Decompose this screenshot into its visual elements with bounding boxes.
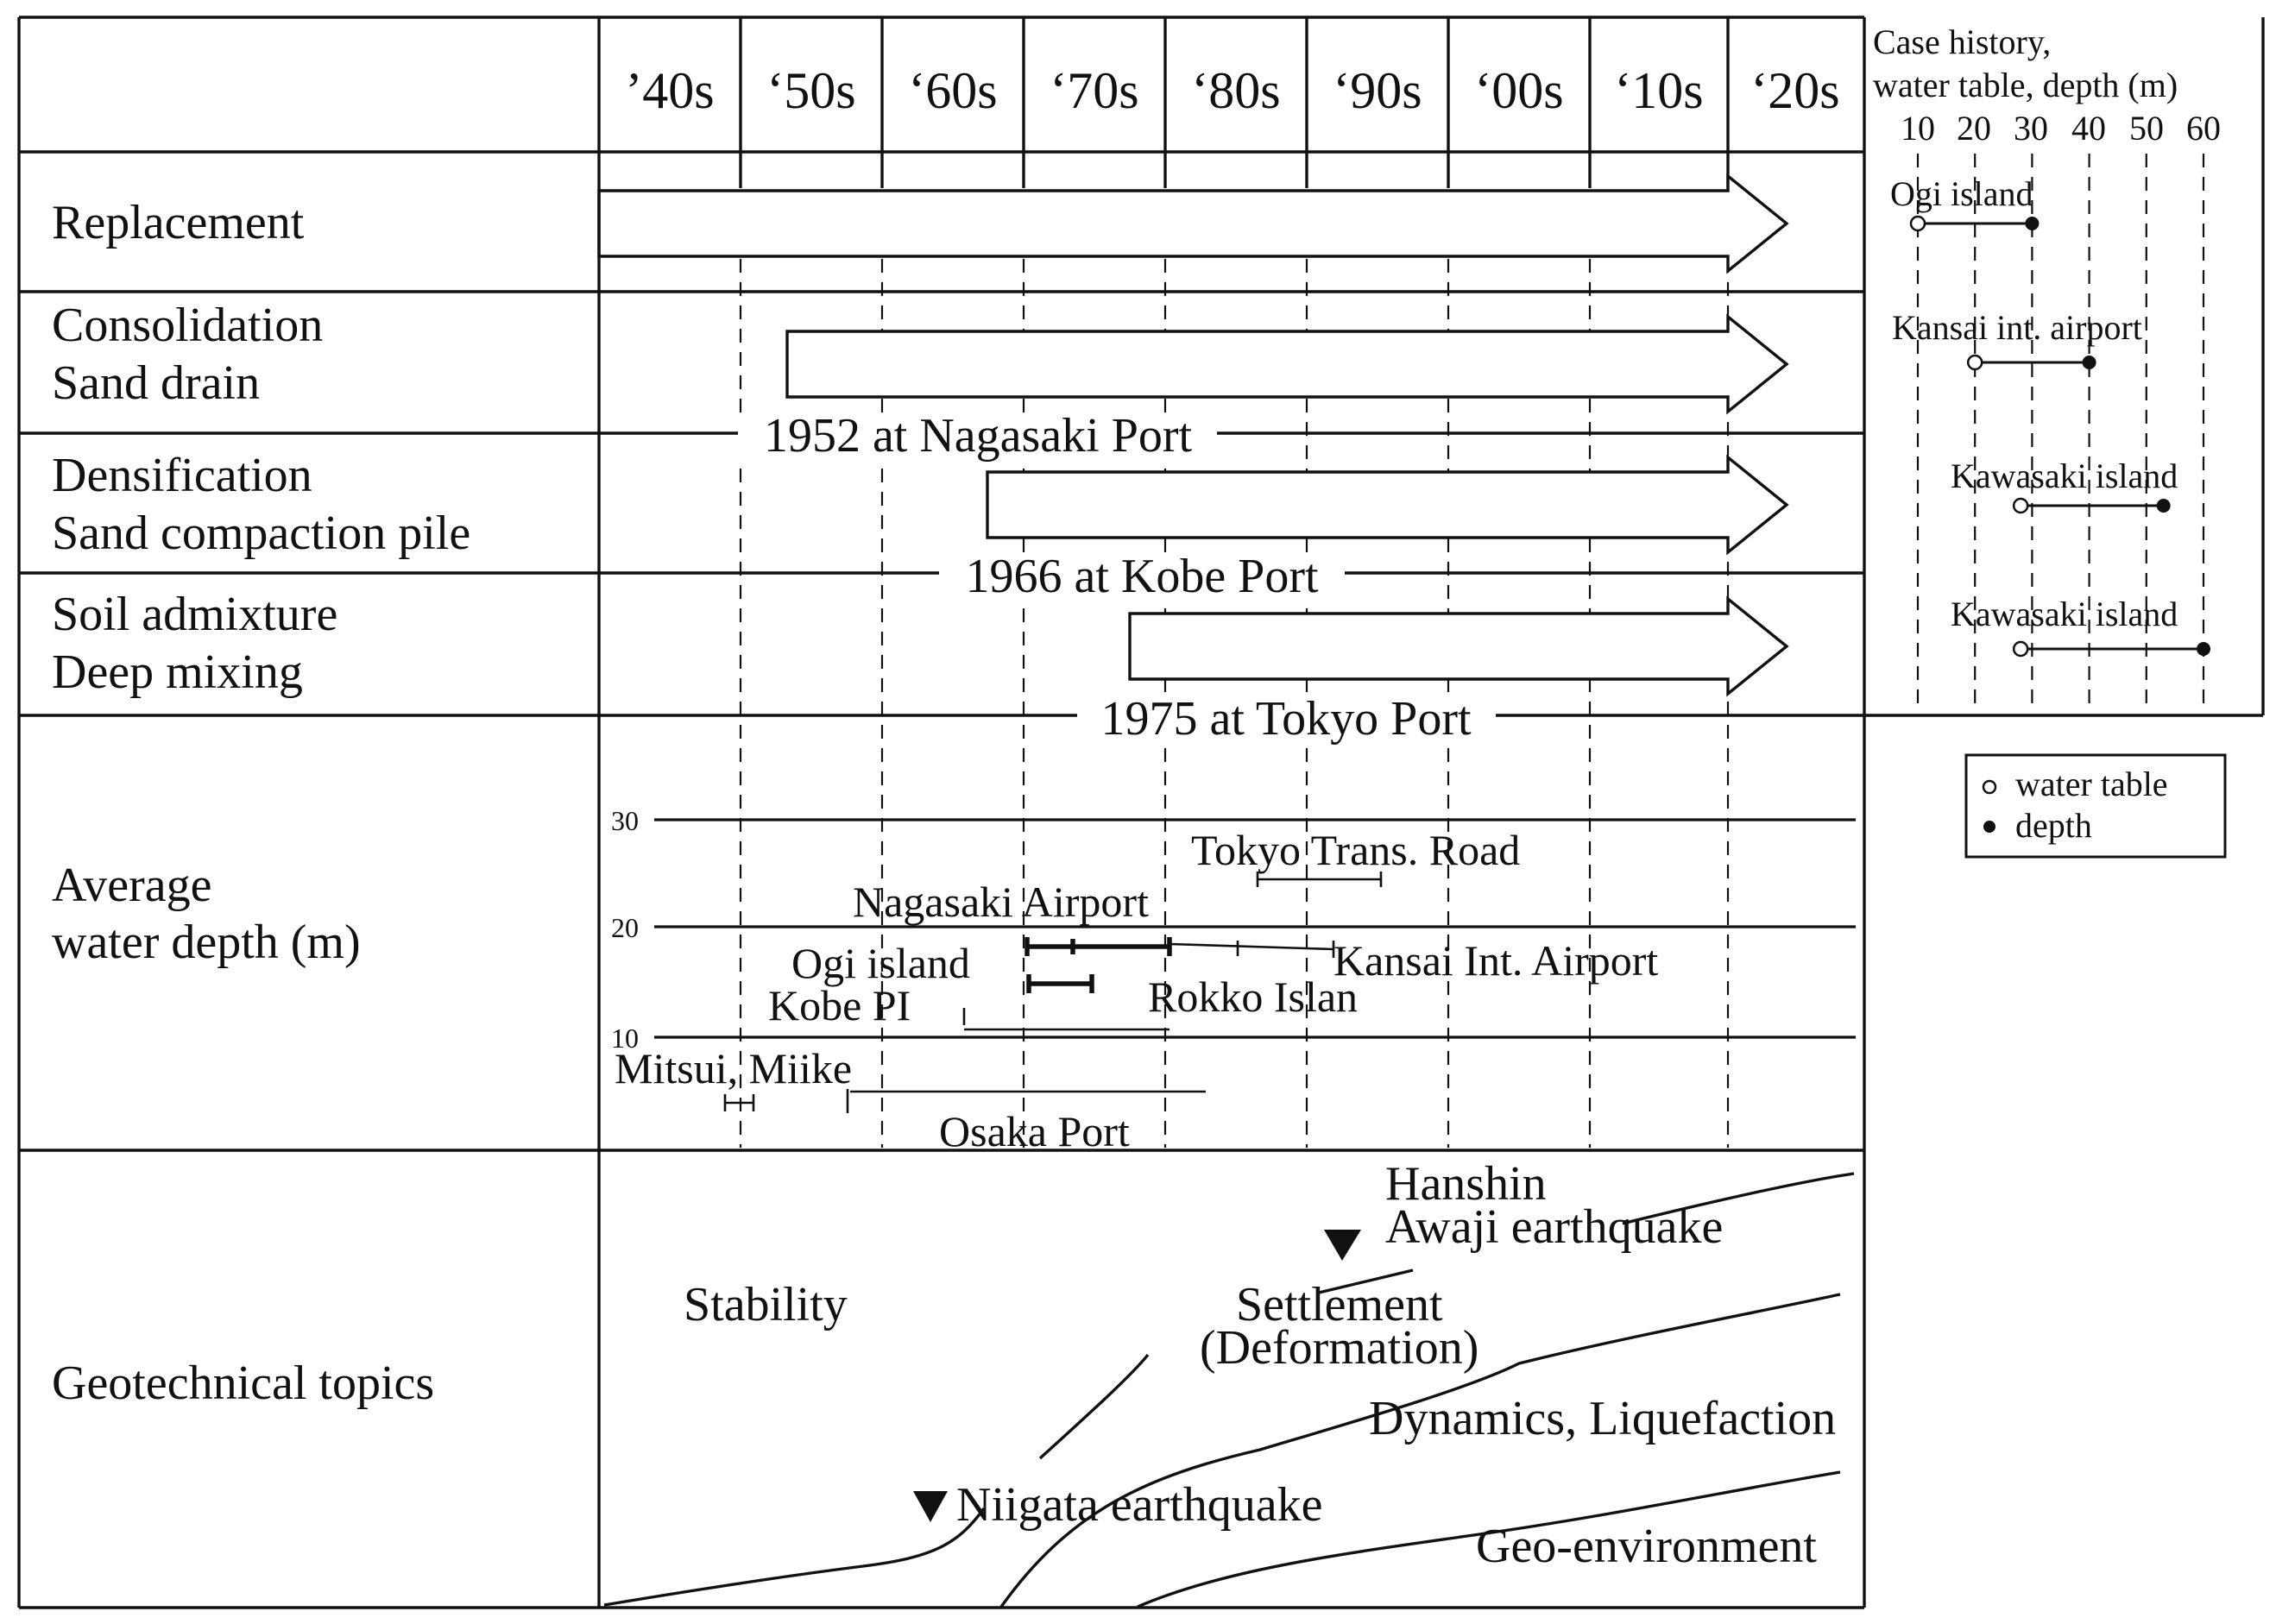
water-depth-section: Average water depth (m) 30 20 10 Tokyo T…	[52, 805, 1856, 1155]
decade-label: ‘80s	[1191, 62, 1280, 119]
method-label: Densification	[52, 449, 312, 502]
depth-tick: 40	[2071, 109, 2106, 148]
water-table-marker	[2012, 497, 2029, 514]
project-label: Osaka Port	[939, 1107, 1130, 1155]
decade-label: ‘20s	[1750, 62, 1839, 119]
legend-water-table: water table	[2015, 765, 2168, 803]
case-history-panel: Case history, water table, depth (m) 10 …	[1864, 17, 2265, 717]
decade-header: ’40s ‘50s ‘60s ‘70s ‘80s ‘90s ‘00s ‘10s …	[625, 62, 1839, 119]
depth-tick: 30	[2014, 109, 2048, 148]
boundary-dynamics	[999, 1293, 1841, 1608]
water-table-marker	[1966, 354, 1983, 371]
start-label-sand-drain: 1952 at Nagasaki Port	[764, 409, 1193, 463]
water-table-marker	[2012, 640, 2029, 658]
case-depth-guides	[1916, 154, 2205, 713]
topic-stability: Stability	[684, 1278, 848, 1331]
water-table-marker	[1982, 779, 1997, 795]
arrow-sand-drain	[785, 313, 1789, 415]
method-labels: Replacement Consolidation Sand drain Den…	[52, 196, 470, 699]
topic-dynamics: Dynamics, Liquefaction	[1369, 1392, 1836, 1445]
topics-section: Geotechnical topics Stability Settlement…	[52, 1157, 1855, 1608]
depth-axis-tick: 20	[611, 912, 639, 943]
arrow-replacement	[597, 173, 1789, 274]
depth-tick: 20	[1957, 109, 1991, 148]
water-table-marker	[1909, 215, 1926, 232]
event-niigata: Niigata earthquake	[956, 1478, 1322, 1532]
start-year-labels: 1952 at Nagasaki Port 1966 at Kobe Port …	[764, 409, 1472, 746]
legend: water table depth	[1964, 753, 2227, 859]
project-label: Tokyo Trans. Road	[1191, 826, 1520, 874]
arrow-deep-mixing	[1128, 595, 1789, 697]
project-label: Nagasaki Airport	[853, 878, 1149, 926]
event-hanshin: Awaji earthquake	[1385, 1200, 1723, 1254]
project-label: Kobe PI	[768, 981, 911, 1029]
method-label: Soil admixture	[52, 588, 337, 641]
depth-marker	[2025, 217, 2040, 230]
decade-label: ‘00s	[1474, 62, 1563, 119]
header-grid	[739, 17, 1730, 188]
case-site-label: Kawasaki island	[1951, 595, 2178, 633]
depth-marker	[2156, 499, 2171, 513]
case-site-label: Ogi island	[1890, 174, 2033, 213]
method-label: Replacement	[52, 196, 305, 249]
bar-osaka-port	[846, 1089, 1206, 1113]
decade-label: ‘10s	[1614, 62, 1703, 119]
event-hanshin: Hanshin	[1385, 1157, 1547, 1211]
topics-label: Geotechnical topics	[52, 1356, 434, 1410]
case-header-line1: Case history,	[1873, 22, 2051, 61]
boundary-hanshin	[1622, 1172, 1855, 1225]
depth-tick: 50	[2129, 109, 2164, 148]
boundary-stability	[603, 1508, 986, 1607]
decade-label: ‘90s	[1333, 62, 1422, 119]
water-depth-label: Average	[52, 859, 212, 912]
arrow-sand-compaction-pile	[986, 454, 1789, 556]
depth-marker	[2082, 356, 2096, 369]
bar-kansai-int-airport	[1169, 941, 1335, 958]
decade-label: ‘70s	[1050, 62, 1138, 119]
project-label: Kansai Int. Airport	[1333, 936, 1658, 985]
method-arrows	[597, 173, 1789, 697]
boundary-settlement	[1038, 1353, 1150, 1460]
depth-marker	[2197, 642, 2210, 656]
case-site-label: Kawasaki island	[1951, 456, 2178, 495]
case-rows	[1909, 215, 2210, 658]
boundary-geo-environment	[1137, 1470, 1841, 1608]
decade-label: ‘60s	[908, 62, 997, 119]
method-sublabel: Sand compaction pile	[52, 507, 470, 560]
case-site-label: Kansai int. airport	[1892, 308, 2142, 347]
depth-axis-tick: 10	[611, 1023, 639, 1054]
topic-geo-environment: Geo-environment	[1476, 1520, 1817, 1573]
table-frame	[17, 16, 1866, 1609]
niigata-marker-icon	[913, 1491, 948, 1522]
bar-mitsui-miike	[723, 1094, 755, 1111]
boundary-settlement-upper	[1318, 1268, 1414, 1294]
start-label-deep-mixing: 1975 at Tokyo Port	[1100, 692, 1471, 746]
bar-tokyo-trans-road	[1256, 872, 1383, 887]
project-label: Rokko Islan	[1148, 973, 1358, 1021]
hanshin-marker-icon	[1324, 1230, 1361, 1261]
start-label-sand-compaction-pile: 1966 at Kobe Port	[965, 550, 1319, 603]
depth-axis-tick: 30	[611, 805, 639, 836]
method-label: Consolidation	[52, 299, 323, 352]
method-sublabel: Sand drain	[52, 356, 260, 410]
legend-depth: depth	[2015, 806, 2092, 845]
bar-kobe-pi-rokko	[962, 1008, 1170, 1031]
depth-tick: 60	[2186, 109, 2221, 148]
bar-ogi-island	[1026, 974, 1094, 993]
topic-settlement: Settlement	[1236, 1278, 1443, 1331]
water-depth-label: water depth (m)	[52, 916, 361, 969]
bar-nagasaki-airport	[1025, 937, 1172, 956]
decade-label: ’40s	[625, 62, 714, 119]
topic-settlement: (Deformation)	[1200, 1321, 1478, 1375]
decade-label: ‘50s	[766, 62, 855, 119]
depth-tick: 10	[1901, 109, 1935, 148]
method-sublabel: Deep mixing	[52, 645, 303, 699]
case-header-line2: water table, depth (m)	[1873, 66, 2178, 104]
project-label: Mitsui, Miike	[615, 1044, 852, 1092]
case-labels: Ogi island Kansai int. airport Kawasaki …	[1890, 174, 2178, 633]
project-label: Ogi island	[791, 939, 970, 987]
depth-marker	[1983, 821, 1995, 833]
